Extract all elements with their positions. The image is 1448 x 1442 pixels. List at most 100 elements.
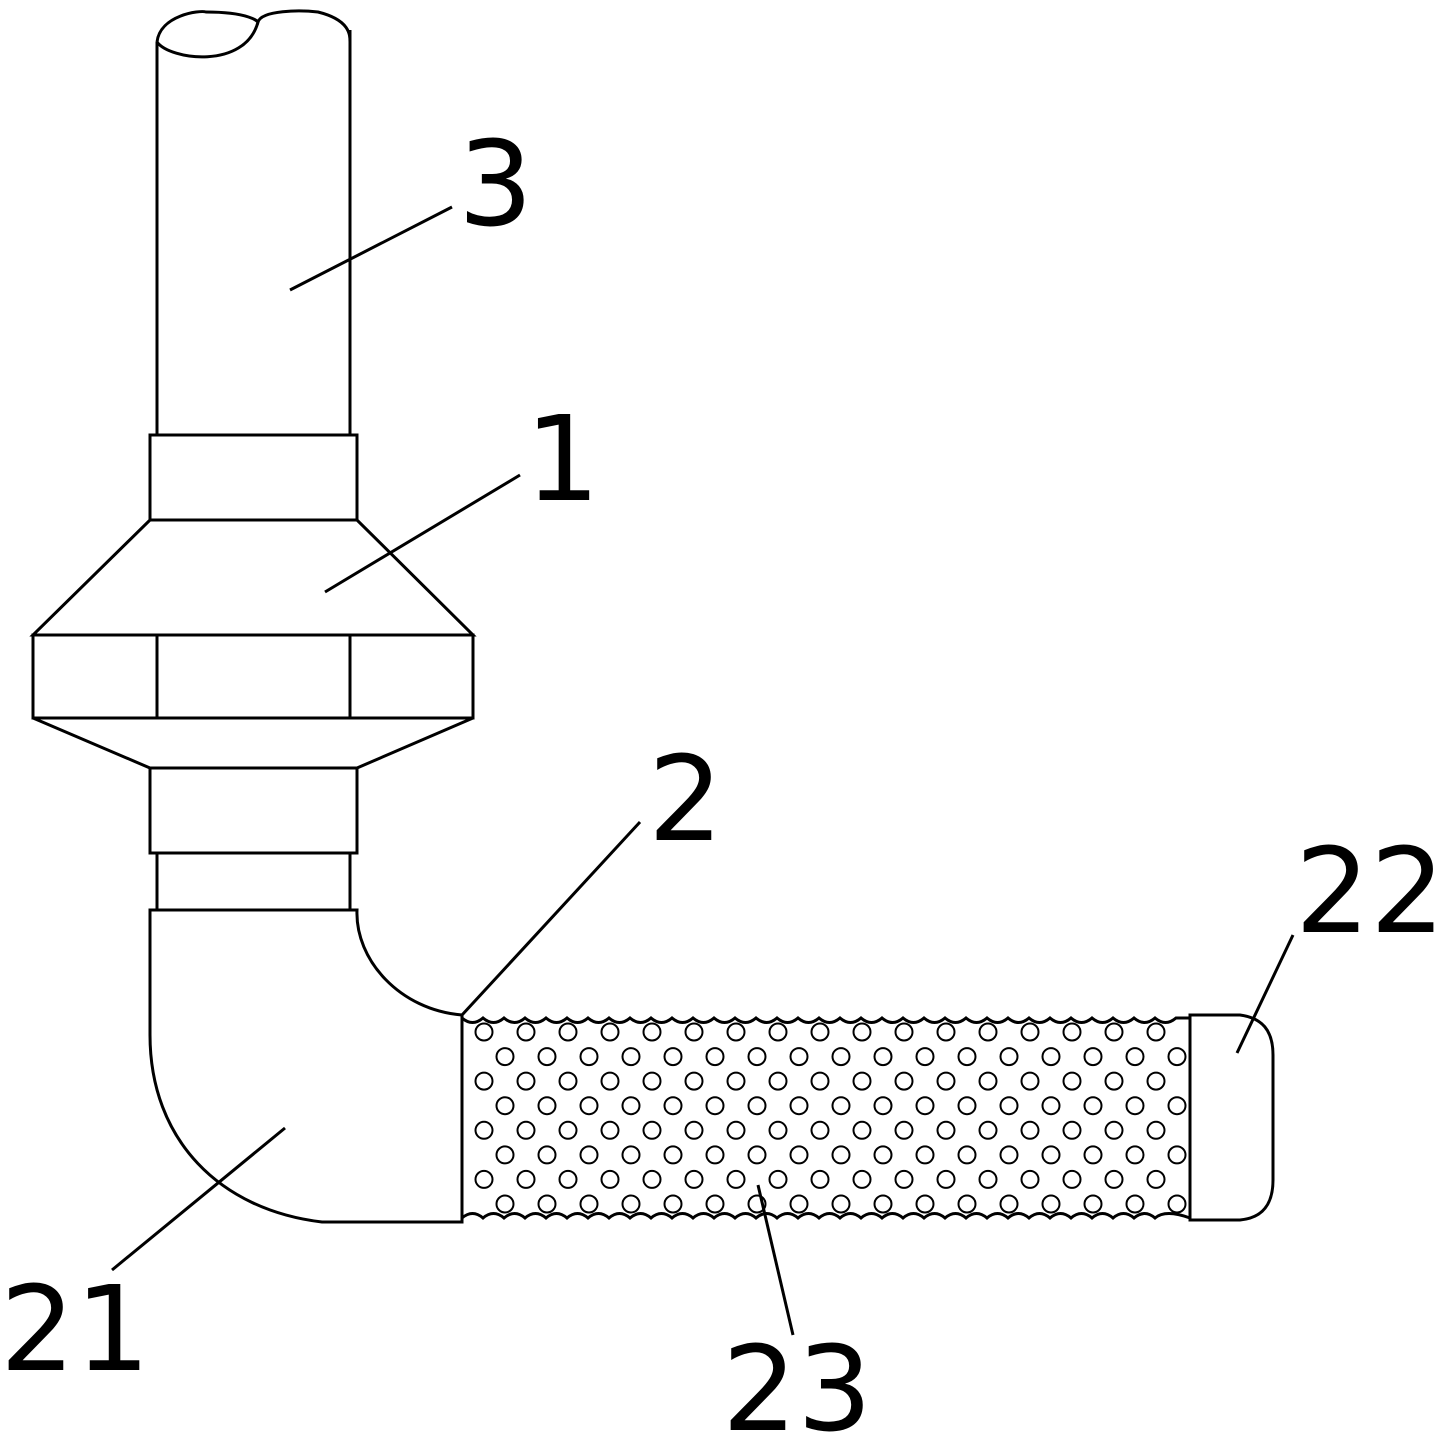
hole-grid — [474, 1022, 1187, 1214]
perforation-hole — [558, 1169, 578, 1189]
perforation-hole — [1083, 1096, 1103, 1116]
perforation-hole — [600, 1071, 620, 1091]
perforation-hole — [831, 1194, 851, 1214]
perforation-hole — [579, 1096, 599, 1116]
perforation-hole — [621, 1047, 641, 1067]
perforation-hole — [684, 1120, 704, 1140]
perforation-hole — [621, 1194, 641, 1214]
perforation-hole — [1104, 1022, 1124, 1042]
perforation-hole — [1020, 1022, 1040, 1042]
perforation-hole — [894, 1120, 914, 1140]
perforation-hole — [957, 1145, 977, 1165]
perforation-hole — [915, 1096, 935, 1116]
perforation-hole — [789, 1194, 809, 1214]
label-21: 21 — [0, 1260, 150, 1398]
perforation-hole — [558, 1120, 578, 1140]
perforation-hole — [495, 1194, 515, 1214]
perforation-hole — [768, 1022, 788, 1042]
label-23: 23 — [722, 1320, 872, 1442]
perforation-hole — [1146, 1071, 1166, 1091]
perforation-hole — [642, 1071, 662, 1091]
perforation-hole — [852, 1169, 872, 1189]
perforation-hole — [810, 1022, 830, 1042]
perforation-hole — [474, 1022, 494, 1042]
perforation-hole — [663, 1145, 683, 1165]
perforation-hole — [537, 1194, 557, 1214]
perforation-hole — [957, 1096, 977, 1116]
perforation-hole — [1062, 1120, 1082, 1140]
leader-line-3 — [289, 205, 453, 292]
perforation-hole — [1104, 1071, 1124, 1091]
connector-hex-nut — [31, 633, 475, 720]
perforation-hole — [642, 1022, 662, 1042]
perforation-hole — [1146, 1169, 1166, 1189]
perforation-hole — [1125, 1145, 1145, 1165]
perforation-hole — [873, 1047, 893, 1067]
perforation-hole — [936, 1169, 956, 1189]
perforation-hole — [516, 1169, 536, 1189]
perforation-hole — [1062, 1022, 1082, 1042]
perforation-hole — [1104, 1120, 1124, 1140]
perforated-tube — [460, 1014, 1192, 1222]
perforation-hole — [1167, 1194, 1187, 1214]
perforation-hole — [1146, 1120, 1166, 1140]
perforation-hole — [1062, 1071, 1082, 1091]
perforation-hole — [705, 1047, 725, 1067]
perforation-hole — [747, 1047, 767, 1067]
perforation-hole — [642, 1120, 662, 1140]
perforation-hole — [831, 1145, 851, 1165]
perforation-hole — [978, 1022, 998, 1042]
perforation-hole — [768, 1120, 788, 1140]
perforation-hole — [621, 1096, 641, 1116]
perforation-hole — [495, 1047, 515, 1067]
perforation-hole — [957, 1194, 977, 1214]
label-1: 1 — [525, 390, 600, 528]
connector — [29, 433, 477, 910]
pipe-break-end — [155, 9, 352, 43]
perforation-hole — [852, 1071, 872, 1091]
perforation-hole — [1083, 1047, 1103, 1067]
perforation-hole — [663, 1047, 683, 1067]
perforation-hole — [831, 1096, 851, 1116]
perforation-hole — [726, 1120, 746, 1140]
perforation-hole — [495, 1145, 515, 1165]
perforation-hole — [1167, 1047, 1187, 1067]
perforation-hole — [663, 1096, 683, 1116]
perforation-hole — [726, 1022, 746, 1042]
perforation-hole — [684, 1169, 704, 1189]
perforation-hole — [705, 1096, 725, 1116]
perforation-hole — [579, 1145, 599, 1165]
perforation-hole — [642, 1169, 662, 1189]
perforation-hole — [852, 1022, 872, 1042]
upper-pipe — [155, 9, 352, 435]
perforation-hole — [810, 1120, 830, 1140]
perforation-hole — [915, 1145, 935, 1165]
perforation-hole — [537, 1096, 557, 1116]
leader-line-23 — [756, 1184, 795, 1336]
perforation-hole — [1083, 1145, 1103, 1165]
label-22: 22 — [1295, 822, 1445, 960]
perforation-hole — [537, 1047, 557, 1067]
perforation-hole — [537, 1145, 557, 1165]
perforation-hole — [516, 1120, 536, 1140]
perforation-hole — [915, 1194, 935, 1214]
perforation-hole — [684, 1022, 704, 1042]
connector-lower-cone — [32, 716, 474, 770]
perforation-hole — [726, 1169, 746, 1189]
elbow — [148, 908, 464, 1224]
perforation-hole — [936, 1120, 956, 1140]
perforation-hole — [978, 1071, 998, 1091]
connector-upper-collar — [148, 433, 359, 522]
perforation-hole — [1125, 1096, 1145, 1116]
connector-lower-collar — [148, 766, 359, 855]
perforation-hole — [852, 1120, 872, 1140]
label-3: 3 — [458, 115, 533, 253]
perforation-hole — [1041, 1047, 1061, 1067]
perforation-hole — [936, 1071, 956, 1091]
elbow-outline — [148, 908, 464, 1224]
perforation-hole — [558, 1022, 578, 1042]
perforation-hole — [516, 1022, 536, 1042]
perforation-hole — [957, 1047, 977, 1067]
leader-line-22 — [1235, 934, 1295, 1054]
perforation-hole — [558, 1071, 578, 1091]
